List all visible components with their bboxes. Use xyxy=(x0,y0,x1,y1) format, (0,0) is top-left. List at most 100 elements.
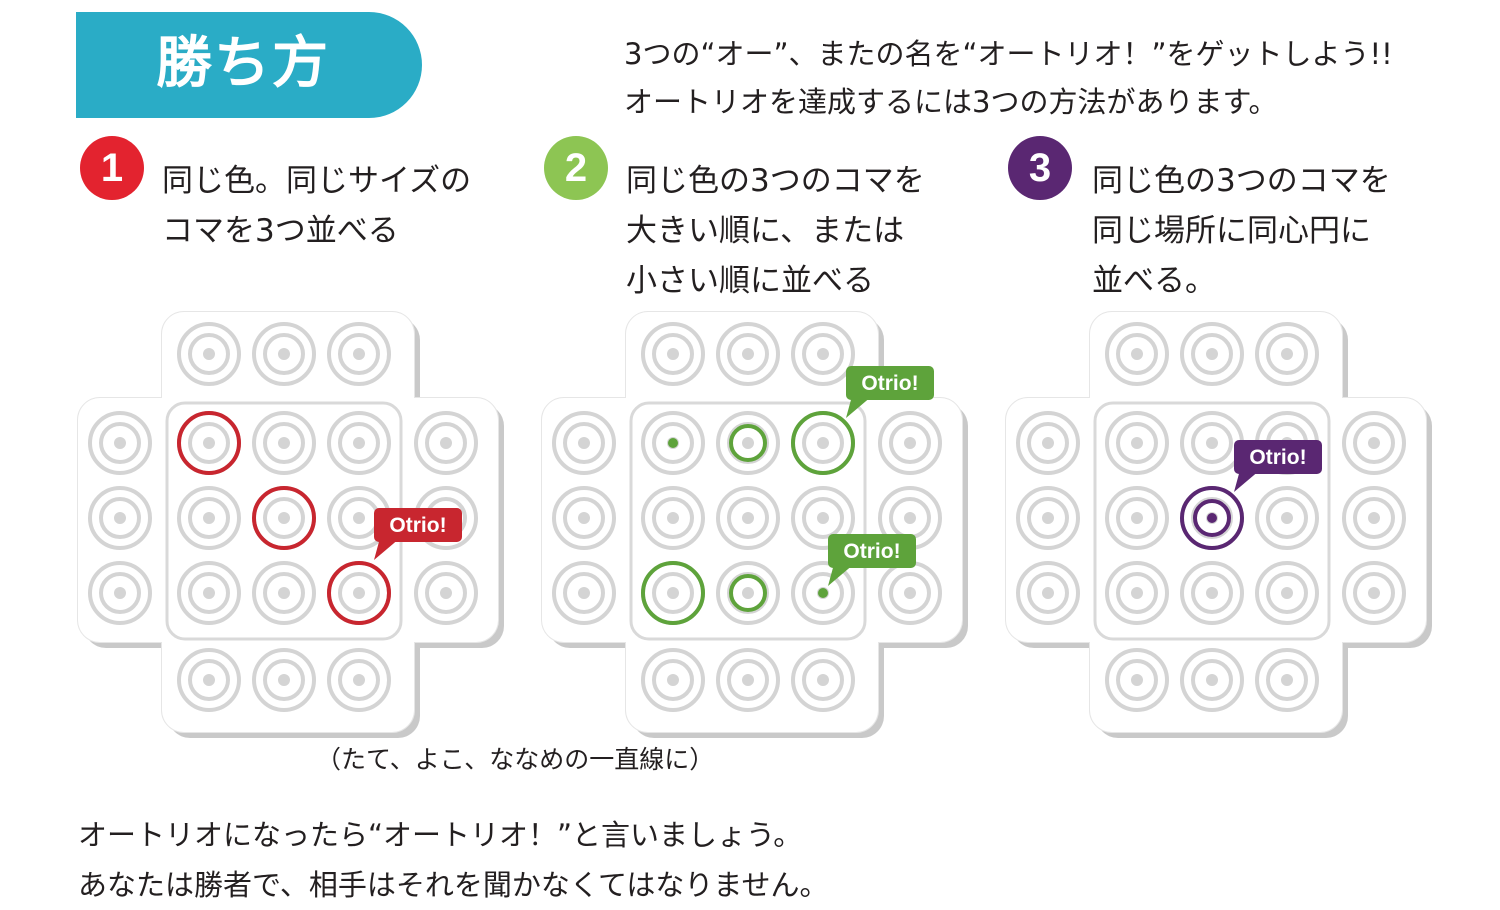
small-piece xyxy=(668,438,678,448)
otrio-speech-badge: Otrio! xyxy=(1234,440,1322,492)
step-2-line: 大きい順に、または xyxy=(626,213,905,249)
otrio-board: Otrio! Otrio! xyxy=(541,311,968,738)
step-1-line: 同じ色。同じサイズの xyxy=(162,163,472,199)
step-3-line: 同じ色の3つのコマを xyxy=(1092,163,1391,199)
otrio-badge-label: Otrio! xyxy=(843,540,900,563)
empty-slot xyxy=(1105,322,1169,386)
otrio-board: Otrio! xyxy=(1005,311,1432,738)
small-piece xyxy=(1207,513,1217,523)
step-3-number-badge: 3 xyxy=(1008,136,1072,200)
step-3-line: 同じ場所に同心円に xyxy=(1092,213,1371,249)
empty-slot xyxy=(327,411,391,475)
step-2-number-badge: 2 xyxy=(544,136,608,200)
otrio-speech-badge: Otrio! xyxy=(828,534,916,586)
empty-slot xyxy=(88,486,152,550)
medium-piece xyxy=(729,574,767,612)
board-example-2: Otrio! Otrio! xyxy=(538,308,968,738)
empty-slot xyxy=(1255,561,1319,625)
board-example-3: Otrio! xyxy=(1002,308,1432,738)
empty-slot xyxy=(641,322,705,386)
empty-slot xyxy=(716,322,780,386)
otrio-speech-badge: Otrio! xyxy=(374,508,462,560)
large-piece xyxy=(327,561,391,625)
medium-piece xyxy=(729,424,767,462)
empty-slot xyxy=(1105,411,1169,475)
empty-slot xyxy=(1105,648,1169,712)
medium-piece xyxy=(1193,499,1231,537)
empty-slot xyxy=(252,322,316,386)
board-example-1: Otrio! xyxy=(74,308,504,738)
large-piece xyxy=(641,561,705,625)
empty-slot xyxy=(1255,486,1319,550)
board-caption: （たて、よこ、ななめの一直線に） xyxy=(316,745,715,774)
step-2-line: 同じ色の3つのコマを xyxy=(626,163,925,199)
outro-text: オートリオになったら“オートリオ！”と言いましょう。 あなたは勝者で、相手はそれ… xyxy=(78,810,829,910)
empty-slot xyxy=(1016,486,1080,550)
empty-slot xyxy=(1016,411,1080,475)
step-3-line: 並べる。 xyxy=(1092,263,1216,299)
empty-slot xyxy=(552,561,616,625)
step-1-line: コマを3つ並べる xyxy=(162,213,399,249)
empty-slot xyxy=(177,322,241,386)
otrio-board: Otrio! xyxy=(77,311,504,738)
empty-slot xyxy=(1105,561,1169,625)
intro-line: オートリオを達成するには3つの方法があります。 xyxy=(624,85,1278,119)
empty-slot xyxy=(252,648,316,712)
empty-slot xyxy=(716,648,780,712)
page-title: 勝ち方 xyxy=(156,31,330,96)
empty-slot xyxy=(88,561,152,625)
empty-slot xyxy=(1255,648,1319,712)
empty-slot xyxy=(252,411,316,475)
empty-slot xyxy=(1016,561,1080,625)
empty-slot xyxy=(1342,561,1406,625)
large-piece xyxy=(791,411,855,475)
large-piece xyxy=(1180,486,1244,550)
empty-slot xyxy=(1180,648,1244,712)
empty-slot xyxy=(414,411,478,475)
empty-slot xyxy=(552,486,616,550)
empty-slot xyxy=(1180,411,1244,475)
play-area-border xyxy=(1093,401,1331,641)
empty-slot xyxy=(327,322,391,386)
empty-slot xyxy=(414,561,478,625)
empty-slot xyxy=(177,561,241,625)
step-3-description: 同じ色の3つのコマを 同じ場所に同心円に 並べる。 xyxy=(1092,156,1391,306)
large-piece xyxy=(177,411,241,475)
empty-slot xyxy=(1180,322,1244,386)
empty-slot xyxy=(1342,411,1406,475)
empty-slot xyxy=(878,561,942,625)
empty-slot xyxy=(791,486,855,550)
empty-slot xyxy=(716,561,780,625)
step-2-line: 小さい順に並べる xyxy=(626,263,874,299)
intro-text: 3つの“オー”、またの名を“オートリオ！”をゲットしよう!! オートリオを達成す… xyxy=(624,30,1393,126)
empty-slot xyxy=(878,411,942,475)
empty-slot xyxy=(177,648,241,712)
otrio-badge-label: Otrio! xyxy=(389,514,446,537)
empty-slot xyxy=(716,486,780,550)
empty-slot xyxy=(791,648,855,712)
step-2-description: 同じ色の3つのコマを 大きい順に、または 小さい順に並べる xyxy=(626,156,925,306)
play-area-border xyxy=(629,401,867,641)
step-1-description: 同じ色。同じサイズの コマを3つ並べる xyxy=(162,156,471,256)
otrio-badge-label: Otrio! xyxy=(861,372,918,395)
empty-slot xyxy=(716,411,780,475)
empty-slot xyxy=(641,648,705,712)
step-1-number-badge: 1 xyxy=(80,136,144,200)
intro-line: 3つの“オー”、またの名を“オートリオ！”をゲットしよう!! xyxy=(624,37,1393,71)
title-banner xyxy=(76,12,422,118)
empty-slot xyxy=(177,486,241,550)
empty-slot xyxy=(252,561,316,625)
empty-slot xyxy=(1180,561,1244,625)
empty-slot xyxy=(552,411,616,475)
otrio-speech-badge: Otrio! xyxy=(846,366,934,418)
outro-line: あなたは勝者で、相手はそれを聞かなくてはなりません。 xyxy=(78,868,829,902)
empty-slot xyxy=(1342,486,1406,550)
empty-slot xyxy=(641,486,705,550)
otrio-badge-label: Otrio! xyxy=(1249,446,1306,469)
empty-slot xyxy=(1105,486,1169,550)
large-piece xyxy=(252,486,316,550)
outro-line: オートリオになったら“オートリオ！”と言いましょう。 xyxy=(78,818,803,852)
empty-slot xyxy=(1255,322,1319,386)
empty-slot xyxy=(88,411,152,475)
empty-slot xyxy=(327,648,391,712)
